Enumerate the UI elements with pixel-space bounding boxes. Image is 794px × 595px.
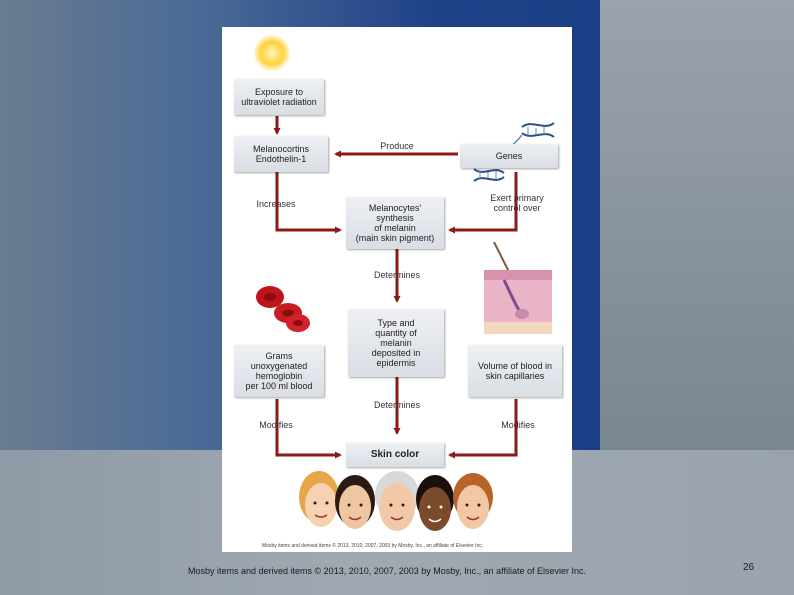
figure-credit: Mosby items and derived items © 2013, 20… [262, 543, 484, 549]
exposure-box: Exposure to ultraviolet radiation [234, 79, 324, 115]
exert-control-label: Exert primary control over [490, 193, 544, 213]
page-number: 26 [743, 562, 755, 573]
determines-label-2: Determines [373, 400, 420, 410]
skin-color-box: Skin color [346, 443, 444, 467]
hemoglobin-box: Grams unoxygenated hemoglobin per 100 ml… [234, 345, 324, 397]
produce-label: Produce [380, 141, 414, 151]
red-blood-cells-icon [256, 286, 310, 332]
blood-volume-box: Volume of blood in skin capillaries [468, 345, 562, 397]
melanocortins-box: Melanocortins Endothelin-1 [234, 136, 328, 172]
sun-icon [254, 35, 290, 71]
flow-arrows [273, 116, 518, 459]
genes-box: Genes [460, 144, 558, 168]
dna-icon [473, 122, 555, 182]
arrow-genes-to-synthesis [448, 172, 518, 234]
background-panel-right [600, 0, 794, 450]
arrow-blood-to-skin-color [448, 399, 518, 459]
determines-label-1: Determines [373, 270, 420, 280]
melanin-type-quantity-box: Type and quantity of melanin deposited i… [348, 309, 444, 377]
modifies-label-right: Modifies [501, 420, 535, 430]
arrow-increases-to-synthesis [275, 172, 342, 234]
modifies-label-left: Modifies [259, 420, 293, 430]
slide-caption: Mosby items and derived items © 2013, 20… [188, 566, 587, 576]
skin-color-diagram: Exposure to ultraviolet radiation Melano… [222, 27, 572, 552]
melanin-synthesis-box: Melanocytes' synthesis of melanin (main … [346, 197, 444, 249]
faces-illustration [299, 471, 493, 531]
increases-label: Increases [256, 199, 296, 209]
skin-cross-section-icon [484, 242, 552, 334]
arrow-hemoglobin-to-skin-color [275, 399, 342, 459]
